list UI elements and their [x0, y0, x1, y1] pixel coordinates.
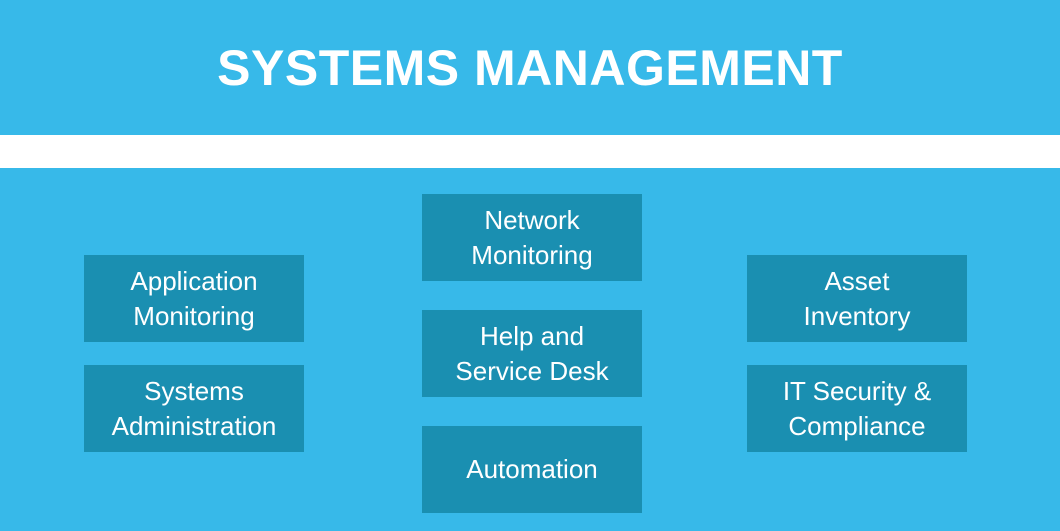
box-help-and-service-desk: Help and Service Desk — [422, 310, 642, 397]
title-banner: SYSTEMS MANAGEMENT — [0, 0, 1060, 135]
box-automation: Automation — [422, 426, 642, 513]
box-systems-administration: Systems Administration — [84, 365, 304, 452]
box-asset-inventory: Asset Inventory — [747, 255, 967, 342]
box-it-security-compliance: IT Security & Compliance — [747, 365, 967, 452]
components-panel: Application Monitoring Systems Administr… — [0, 168, 1060, 531]
page-title: SYSTEMS MANAGEMENT — [217, 39, 843, 96]
box-application-monitoring: Application Monitoring — [84, 255, 304, 342]
box-network-monitoring: Network Monitoring — [422, 194, 642, 281]
